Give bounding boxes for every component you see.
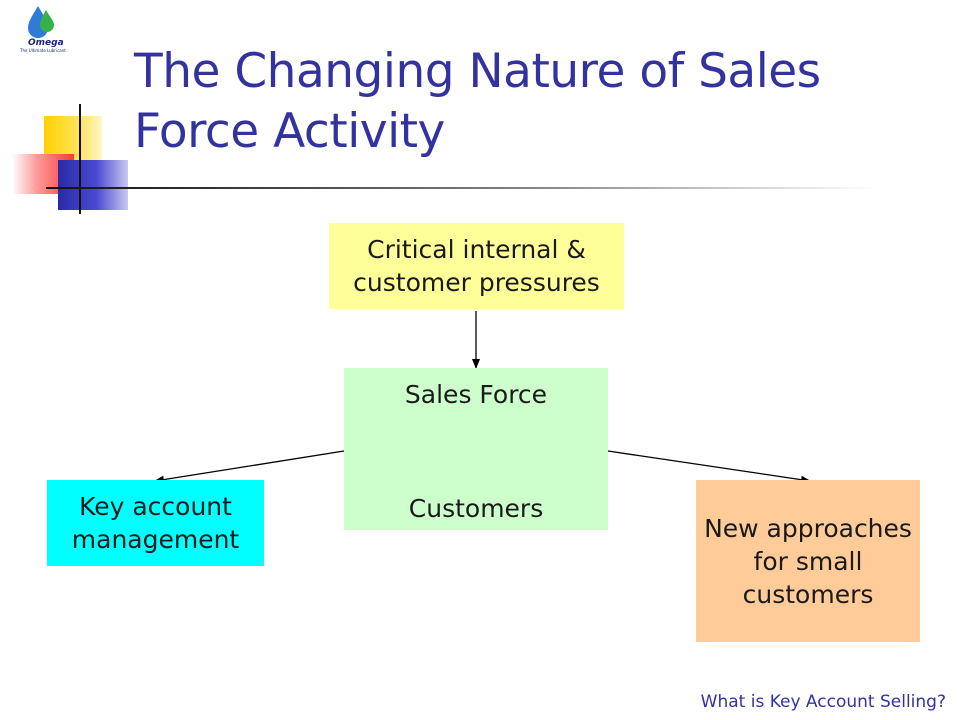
decor-vertical-line <box>79 104 81 214</box>
decor-blue-square <box>58 160 128 210</box>
node-new-approaches: New approaches for small customers <box>696 480 920 642</box>
node-sales-force-label: Sales Force <box>404 380 548 409</box>
footer-text: What is Key Account Selling? <box>700 692 946 712</box>
slide-title: The Changing Nature of Sales Force Activ… <box>134 44 821 159</box>
node-key-account-label: Key account management <box>71 492 240 554</box>
node-key-account: Key account management <box>47 480 264 566</box>
arrow-salesforce-to-key-account <box>154 450 345 484</box>
node-customers-label: Customers <box>408 494 544 523</box>
omega-logo: Omega The Ultimate Lubricant <box>8 4 68 54</box>
logo-name: Omega <box>28 38 64 48</box>
node-new-approaches-label: New approaches for small customers <box>704 513 912 609</box>
arrow-salesforce-to-new-approaches <box>607 450 811 484</box>
droplet-logo-icon <box>28 6 54 38</box>
node-pressures: Critical internal & customer pressures <box>329 223 624 309</box>
node-pressures-label: Critical internal & customer pressures <box>353 235 600 297</box>
logo-tagline: The Ultimate Lubricant <box>20 48 66 53</box>
node-sales-force: Sales Force Customers <box>344 368 608 530</box>
title-underline <box>46 187 876 189</box>
